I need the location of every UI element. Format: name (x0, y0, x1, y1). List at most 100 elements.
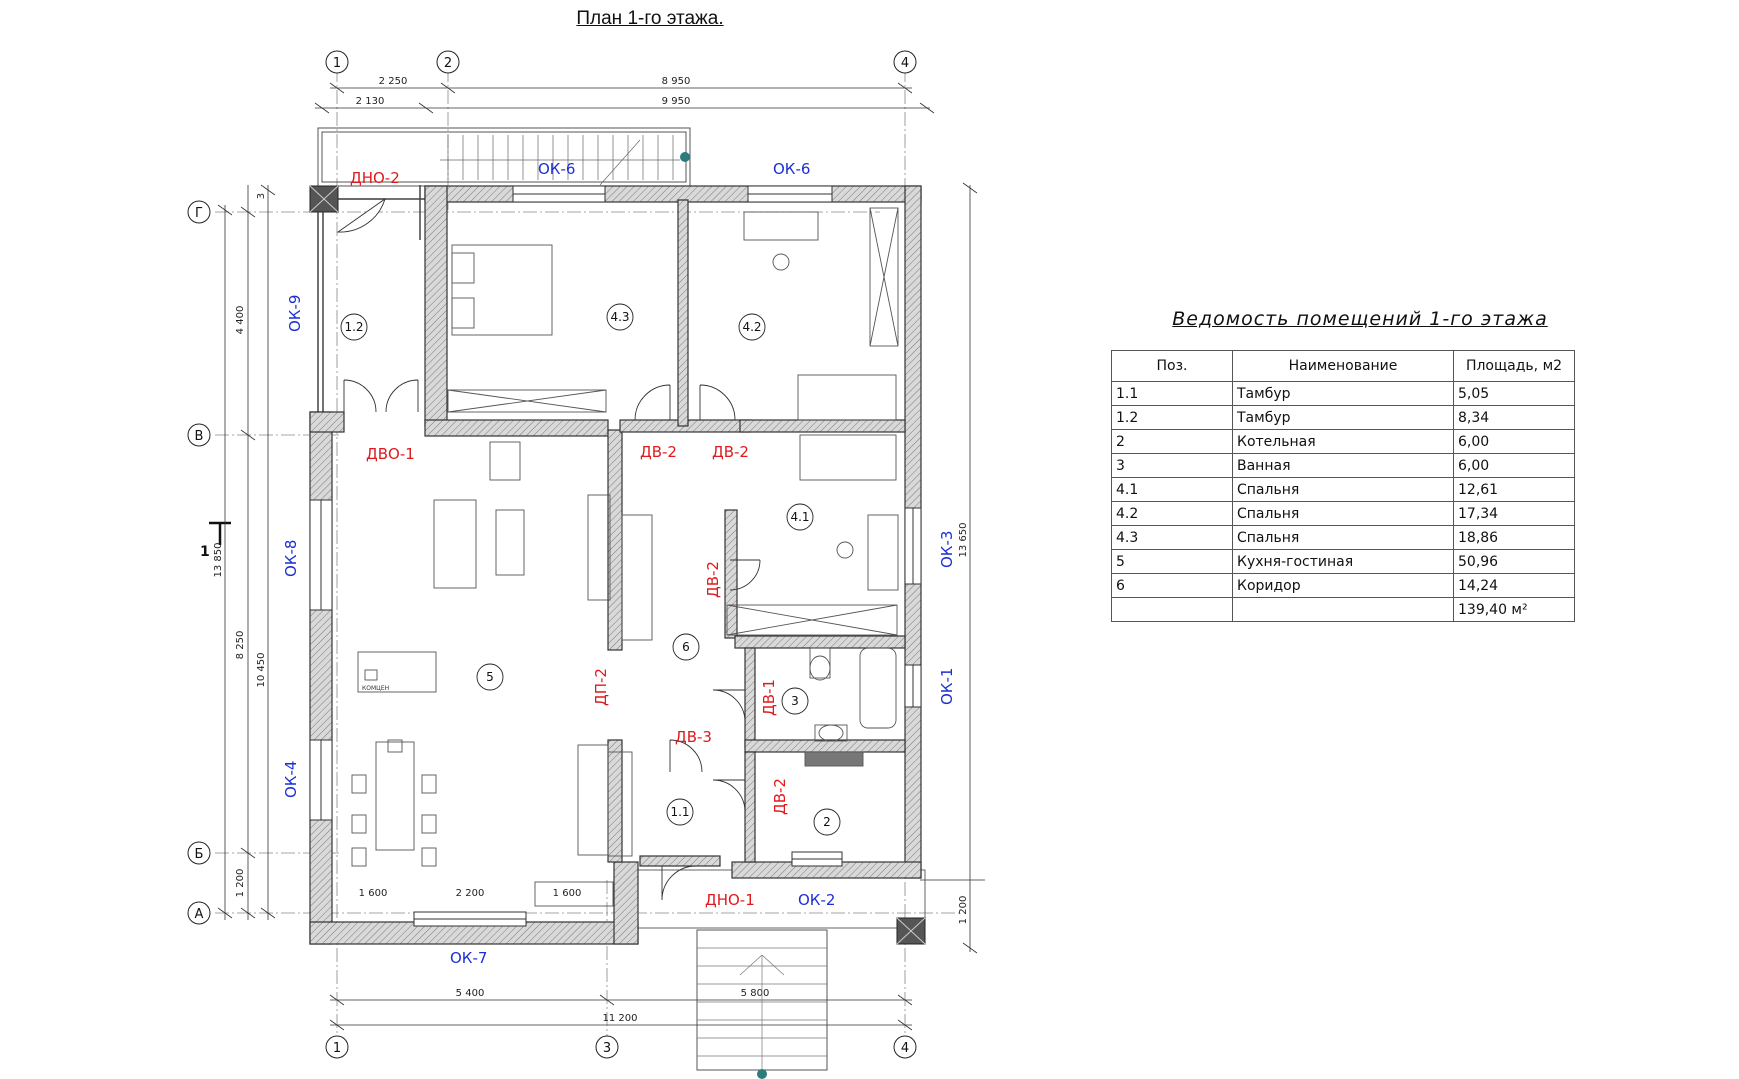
window-label-ok-6-b: ОК-6 (773, 160, 810, 178)
cell-pos: 4.2 (1111, 501, 1233, 526)
cell-name: Спальня (1232, 501, 1454, 526)
window-openings (309, 185, 922, 927)
window-label-ok-9: ОК-9 (286, 295, 304, 332)
cell-pos: 4.3 (1111, 525, 1233, 550)
room-number-4-2: 4.2 (742, 320, 761, 334)
cell-area: 50,96 (1453, 549, 1575, 574)
axis-a: А (195, 907, 204, 922)
cell-area: 8,34 (1453, 405, 1575, 430)
cell-name: Тамбур (1232, 405, 1454, 430)
cell-name (1232, 597, 1454, 622)
boiler-label: КОМЦЕН (362, 685, 389, 692)
door-label-dv-3: ДВ-3 (675, 728, 712, 746)
dim-left-13850: 13 850 (213, 543, 224, 578)
cell-name: Спальня (1232, 525, 1454, 550)
cell-name: Спальня (1232, 477, 1454, 502)
door-label-dv-2-a: ДВ-2 (640, 443, 677, 461)
cell-pos (1111, 597, 1233, 622)
furniture (351, 207, 899, 907)
axis-2-top: 2 (444, 56, 452, 71)
dim-right-1200: 1 200 (958, 896, 969, 925)
window-label-ok-7: ОК-7 (450, 949, 487, 967)
room-number-4-1: 4.1 (790, 510, 809, 524)
door-label-dv-2-b: ДВ-2 (712, 443, 749, 461)
schedule-title: Ведомость помещений 1-го этажа (1172, 308, 1548, 330)
axis-3-bottom: 3 (603, 1041, 611, 1056)
terrace-columns (309, 185, 926, 945)
cell-pos: 4.1 (1111, 477, 1233, 502)
front-porch (634, 869, 926, 929)
door-label-dv-2-d: ДВ-2 (771, 778, 789, 815)
col-header-area: Площадь, м2 (1453, 350, 1575, 382)
window-label-ok-1: ОК-1 (938, 668, 956, 705)
axis-1-top: 1 (333, 56, 341, 71)
axis-b: Б (195, 847, 204, 862)
door-label-dv-2-c: ДВ-2 (704, 561, 722, 598)
dim-top-9950: 9 950 (662, 96, 691, 107)
dim-bottom-11200: 11 200 (603, 1013, 638, 1024)
dim-inner-1600-b: 1 600 (553, 888, 582, 899)
window-label-ok-4: ОК-4 (282, 761, 300, 798)
axis-v: В (195, 429, 204, 444)
room-bubbles (340, 303, 841, 836)
dim-bottom-5800: 5 800 (741, 988, 770, 999)
window-label-ok-2: ОК-2 (798, 891, 835, 909)
room-number-4-3: 4.3 (610, 310, 629, 324)
cell-area: 5,05 (1453, 381, 1575, 406)
cell-pos: 6 (1111, 573, 1233, 598)
dim-right-13650: 13 650 (958, 523, 969, 558)
dimension-lines-right (920, 182, 985, 954)
dim-left-4400: 4 400 (235, 306, 246, 335)
cell-area: 17,34 (1453, 501, 1575, 526)
cell-pos: 3 (1111, 453, 1233, 478)
cell-name: Ванная (1232, 453, 1454, 478)
dim-bottom-5400: 5 400 (456, 988, 485, 999)
dim-left-8250: 8 250 (235, 631, 246, 660)
door-label-dno-2: ДНО-2 (350, 169, 400, 187)
table-total-row: 139,40 м² (1111, 597, 1575, 622)
room-number-2: 2 (823, 815, 831, 829)
section-label: 1 (200, 544, 210, 560)
dimension-lines-top (314, 82, 935, 114)
dim-left-10450: 10 450 (256, 653, 267, 688)
dim-inner-1600-a: 1 600 (359, 888, 388, 899)
axis-4-bottom: 4 (901, 1041, 909, 1056)
room-number-5: 5 (486, 670, 494, 684)
room-number-1-1: 1.1 (670, 805, 689, 819)
cell-name: Коридор (1232, 573, 1454, 598)
door-swings (336, 197, 761, 901)
cell-area: 6,00 (1453, 429, 1575, 454)
dim-top-2250: 2 250 (379, 76, 408, 87)
section-mark: 1 (200, 521, 231, 560)
cell-area: 6,00 (1453, 453, 1575, 478)
level-marker-top (680, 152, 690, 162)
door-label-dno-1: ДНО-1 (705, 891, 755, 909)
door-label-dv-1: ДВ-1 (760, 679, 778, 716)
window-label-ok-6-a: ОК-6 (538, 160, 575, 178)
dim-top-8950: 8 950 (662, 76, 691, 87)
door-label-dvo-1: ДВО-1 (366, 445, 415, 463)
axis-4-top: 4 (901, 56, 909, 71)
cell-name: Тамбур (1232, 381, 1454, 406)
plan-title: План 1-го этажа. (576, 8, 724, 29)
axis-1-bottom: 1 (333, 1041, 341, 1056)
room-number-1-2: 1.2 (344, 320, 363, 334)
cell-area: 12,61 (1453, 477, 1575, 502)
window-label-ok-8: ОК-8 (282, 540, 300, 577)
room-number-3: 3 (791, 694, 799, 708)
cell-area: 14,24 (1453, 573, 1575, 598)
cell-pos: 1.2 (1111, 405, 1233, 430)
dim-inner-2200: 2 200 (456, 888, 485, 899)
cell-pos: 2 (1111, 429, 1233, 454)
room-number-6: 6 (682, 640, 690, 654)
